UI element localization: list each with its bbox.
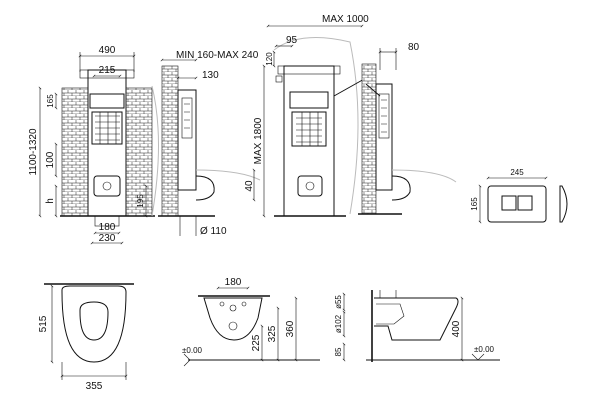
flush-plate-width: 245 [510,168,524,177]
toilet-outline-2 [297,175,323,197]
flush-plate: 245 165 [470,168,568,224]
pipe-diameter: Ø 110 [200,226,227,237]
dim-325: 325 [267,325,278,342]
dim-85: 85 [334,347,343,356]
bowl-front-view: 180 ±0.00 225 325 360 [182,277,320,367]
dim-40: 40 [244,180,255,192]
side-section-2: 80 [358,42,457,215]
dim-d55: ø55 [334,295,343,309]
dim-120: 120 [265,52,274,66]
dim-width-total: 490 [99,45,116,56]
cistern-body-2 [291,111,327,147]
brick-wall-section-1 [161,65,179,217]
cistern-top-2 [289,91,329,109]
flush-plate-front [487,185,547,223]
cistern-top [89,93,125,109]
side-section-1: MIN 160-MAX 240 130 40 195 Ø 110 [136,50,261,237]
dim-max-height: MAX 1800 [253,117,264,164]
frame-top [79,69,135,79]
cistern-body [91,111,123,145]
dim-bottom-230: 230 [99,233,116,244]
front-elevation-2: MAX 1000 95 120 MAX 1800 [253,14,369,218]
bowl-side-view: ø55 ø102 85 ±0.00 400 [334,290,500,362]
dim-80: 80 [408,42,420,53]
dim-h2: 100 [45,151,56,168]
bowl-plan-view: 515 355 [38,283,134,392]
dim-h1: 165 [46,94,55,108]
flush-plate-height: 165 [470,197,479,211]
dim-max-width: MAX 1000 [322,14,369,25]
dim-depth-range: MIN 160-MAX 240 [176,50,259,61]
dim-195: 195 [136,194,145,208]
flush-plate-side [559,185,568,223]
dim-d102: ø102 [334,314,343,333]
bowl-width: 355 [86,381,103,392]
level-zero-side: ±0.00 [474,345,495,354]
dim-95: 95 [286,35,298,46]
frame-section-1 [177,89,197,191]
brick-wall-left [61,87,89,217]
bowl-outline [61,285,127,363]
bowl-inner [79,301,109,341]
frame-section-2 [375,83,393,191]
dim-height-range: 1100-1320 [28,128,39,176]
dim-width-inner: 215 [99,65,116,76]
bowl-front-width: 180 [225,277,242,288]
dim-225: 225 [251,334,262,351]
brick-wall-right [125,87,153,217]
dim-h: h [45,198,56,204]
wall-outline [273,37,359,215]
bowl-length: 515 [38,315,49,332]
bowl-side-outline [374,297,459,341]
level-zero-front: ±0.00 [182,346,203,355]
toilet-outline [93,175,121,197]
dim-bottom-180: 180 [99,222,116,233]
front-elevation-1: 490 215 1100-1320 165 100 h 180 230 [28,45,159,245]
dim-400: 400 [451,320,462,337]
dim-360: 360 [285,320,296,337]
dim-depth-130: 130 [202,70,219,81]
bowl-front-outline [203,297,263,341]
